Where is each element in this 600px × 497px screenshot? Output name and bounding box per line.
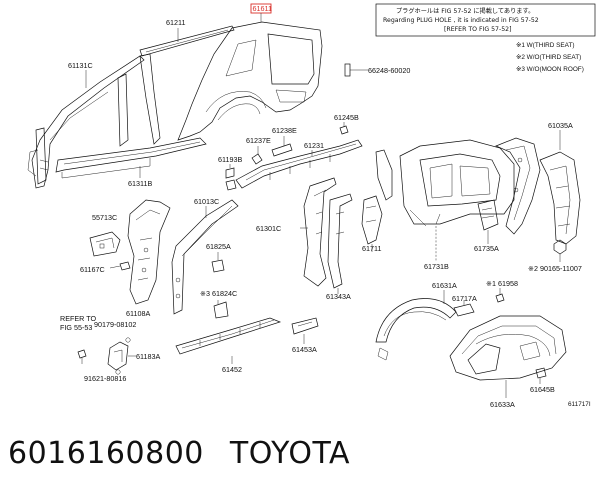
label-61193b[interactable]: 61193B	[218, 155, 242, 164]
label-161958[interactable]: ※1 61958	[486, 279, 518, 288]
brand-name: TOYOTA	[229, 436, 350, 471]
option-legend: ※1 W(THIRD SEAT) ※2 W/O(THIRD SEAT) ※3 W…	[516, 42, 584, 73]
quarter-inner-61731b	[399, 139, 515, 227]
label-90165[interactable]: ※2 90165-11007	[528, 264, 582, 273]
bracket-61453a	[291, 317, 319, 335]
label-61731b[interactable]: 61731B	[424, 262, 449, 271]
pillar-61711	[361, 149, 393, 245]
label-61717a[interactable]: 61717A	[452, 294, 477, 303]
label-61633a[interactable]: 61633A	[490, 400, 515, 409]
parts-diagram: プラグホールは FIG 57-52 に掲載してあります。 Regarding P…	[27, 3, 596, 409]
roof-rail	[139, 25, 235, 57]
label-61825a[interactable]: 61825A	[206, 242, 231, 251]
label-61311b[interactable]: 61311B	[128, 179, 152, 188]
bracket-61735a	[477, 199, 499, 231]
option-3: ※3 W/O(MOON ROOF)	[516, 66, 584, 73]
highlighted-part-label[interactable]: 61611	[250, 3, 272, 14]
front-pillar-outer	[27, 55, 145, 189]
pillar-reinforcement-61343a	[327, 193, 353, 289]
label-61238e[interactable]: 61238E	[272, 126, 297, 135]
label-61711[interactable]: 61711	[362, 244, 381, 253]
label-61343a[interactable]: 61343A	[326, 292, 351, 301]
lower-rocker-61452	[175, 317, 282, 355]
label-61131c[interactable]: 61131C	[68, 61, 93, 70]
label-66248[interactable]: 66248-60020	[368, 66, 410, 75]
label-refer-2: FIG 55-53	[60, 323, 92, 332]
bolt-90165	[553, 239, 567, 262]
blocks-61825a-61824c	[211, 252, 229, 319]
part-labels: 61211 61131C 61311B 66248-60020 61245B 6…	[60, 18, 591, 409]
part-caption: 6016160800 TOYOTA	[8, 436, 350, 471]
label-61108a[interactable]: 61108A	[126, 309, 150, 318]
rear-corner-panel	[539, 151, 581, 245]
label-61611[interactable]: 61611	[253, 4, 272, 13]
label-91621[interactable]: 91621-80816	[84, 374, 126, 383]
bracket-61193b	[225, 164, 237, 191]
note-line-3: [REFER TO FIG 57-52]	[444, 26, 512, 33]
clip-61645b	[535, 367, 547, 384]
rocker-outer-panel	[55, 137, 207, 179]
clip-61167c	[109, 261, 131, 271]
clip-61245b	[339, 122, 349, 135]
label-61013c[interactable]: 61013C	[194, 197, 219, 206]
option-1: ※1 W(THIRD SEAT)	[516, 42, 575, 49]
figure-id: 611717I	[568, 401, 591, 408]
front-pillar-inner	[127, 199, 171, 305]
label-61183a[interactable]: 61183A	[136, 352, 160, 361]
label-61231[interactable]: 61231	[304, 141, 324, 150]
bolt-91621	[77, 349, 87, 364]
label-61631a[interactable]: 61631A	[432, 281, 457, 290]
part-number: 6016160800	[8, 436, 204, 471]
label-61301c[interactable]: 61301C	[256, 224, 281, 233]
label-61735a[interactable]: 61735A	[474, 244, 499, 253]
center-pillar-outer	[117, 53, 161, 147]
label-61645b[interactable]: 61645B	[530, 385, 555, 394]
bracket-61717a	[453, 300, 475, 317]
wheel-house-outer-61631a	[375, 298, 457, 361]
wheel-house-inner-61633a	[449, 315, 567, 381]
label-refer-1: REFER TO	[60, 314, 96, 323]
label-61824c[interactable]: ※3 61824C	[200, 289, 237, 298]
cowl-side-55713c	[89, 231, 121, 257]
roof-side-inner	[235, 139, 363, 189]
label-61453a[interactable]: 61453A	[292, 345, 317, 354]
label-90179[interactable]: 90179-08102	[94, 320, 136, 329]
brackets-61237e-61238e	[251, 136, 293, 165]
clip-161958	[495, 288, 505, 303]
clip-66248	[344, 63, 368, 77]
rear-pillar-61035a	[495, 137, 541, 235]
label-61245b[interactable]: 61245B	[334, 113, 359, 122]
side-outer-panel	[177, 21, 323, 141]
note-box: プラグホールは FIG 57-52 に掲載してあります。 Regarding P…	[375, 3, 596, 37]
note-line-2: Regarding PLUG HOLE , it is indicated in…	[383, 17, 539, 24]
label-61167c[interactable]: 61167C	[80, 265, 105, 274]
label-55713c[interactable]: 55713C	[92, 213, 117, 222]
center-pillar-61301c	[303, 177, 337, 287]
label-61452[interactable]: 61452	[222, 365, 242, 374]
option-2: ※2 W/O(THIRD SEAT)	[516, 54, 581, 61]
label-61211[interactable]: 61211	[166, 18, 185, 27]
note-line-1: プラグホールは FIG 57-52 に掲載してあります。	[396, 7, 534, 15]
label-61237e[interactable]: 61237E	[246, 136, 271, 145]
label-61035a[interactable]: 61035A	[548, 121, 573, 130]
center-pillar-inner	[171, 199, 239, 315]
lower-bracket-61183a	[107, 337, 136, 375]
